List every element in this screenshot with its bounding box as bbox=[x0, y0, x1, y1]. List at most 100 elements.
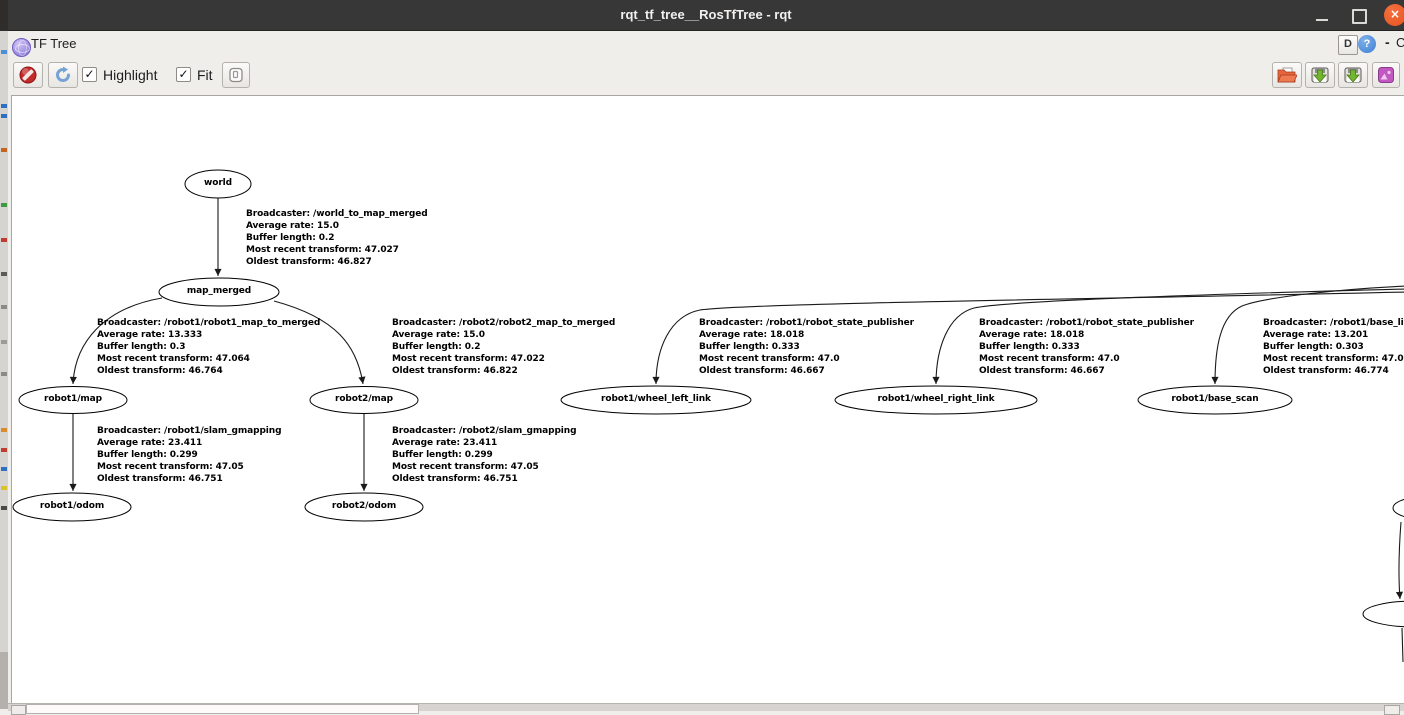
edge-map-merged-to-robot1-map bbox=[69, 297, 163, 385]
dock-header: TF Tree D ? - C bbox=[8, 31, 1404, 59]
edge-label-wheel-right-link: Broadcaster: /robot1/robot_state_publish… bbox=[979, 317, 1194, 377]
edge-label-line: Broadcaster: /robot1/robot_state_publish… bbox=[699, 318, 914, 328]
edge-label-line: Buffer length: 0.303 bbox=[1263, 342, 1364, 352]
background-window-fragment bbox=[0, 652, 8, 709]
edge-label-line: Most recent transform: 47.027 bbox=[246, 245, 399, 255]
background-window-fragment bbox=[1, 114, 7, 118]
load-dot-button[interactable] bbox=[1272, 62, 1302, 88]
edge-label-line: Oldest transform: 46.822 bbox=[392, 366, 518, 376]
help-icon[interactable]: ? bbox=[1358, 35, 1376, 53]
edge-label-line: Buffer length: 0.299 bbox=[392, 450, 493, 460]
node-label: world bbox=[204, 178, 232, 188]
edge-label-line: Broadcaster: /robot1/robot1_map_to_merge… bbox=[97, 318, 321, 328]
maximize-icon bbox=[1352, 9, 1367, 24]
edge-label-line: Average rate: 13.333 bbox=[97, 330, 203, 340]
background-window-fragment bbox=[1, 506, 7, 510]
edge-label-base-scan: Broadcaster: /robot1/base_link Average r… bbox=[1263, 317, 1404, 377]
tf-tree-graph bbox=[12, 169, 1404, 663]
background-window-fragment bbox=[1, 448, 7, 452]
window-title: rqt_tf_tree__RosTfTree - rqt bbox=[620, 7, 792, 22]
tf-tree-plugin-icon bbox=[12, 38, 31, 57]
edge-label-line: Most recent transform: 47.064 bbox=[97, 354, 250, 364]
background-window-fragment bbox=[1, 50, 7, 54]
clear-buffer-button[interactable] bbox=[13, 62, 43, 88]
edge-to-robot1-wheel-right-link bbox=[932, 288, 1404, 385]
edge-label-line: Buffer length: 0.2 bbox=[392, 342, 481, 352]
node-label: robot1/odom bbox=[39, 501, 105, 511]
undock-button[interactable]: D bbox=[1338, 35, 1358, 55]
node-label: robot1/wheel_left_link bbox=[601, 394, 711, 404]
edge-label-world-to-map-merged: Broadcaster: /world_to_map_merged Averag… bbox=[246, 208, 428, 268]
node-label: robot1/map bbox=[44, 394, 102, 404]
edge-map-merged-to-robot2-map bbox=[273, 300, 366, 385]
edge-label-line: Buffer length: 0.333 bbox=[699, 342, 800, 352]
save-svg-button[interactable] bbox=[1338, 62, 1368, 88]
fit-in-view-button[interactable] bbox=[222, 62, 250, 88]
save-image-icon bbox=[1378, 67, 1394, 83]
edge-label-line: Average rate: 23.411 bbox=[392, 438, 498, 448]
clear-icon bbox=[19, 66, 37, 84]
node-ellipse-robot2-map bbox=[309, 386, 419, 414]
edge-label-line: Oldest transform: 46.751 bbox=[392, 474, 518, 484]
edge-label-line: Buffer length: 0.299 bbox=[97, 450, 198, 460]
node-ellipse-world bbox=[184, 169, 252, 199]
minimize-icon bbox=[1316, 19, 1328, 21]
scroll-right-button[interactable] bbox=[1384, 705, 1400, 715]
background-window-fragment bbox=[1, 428, 7, 432]
close-button[interactable]: × bbox=[1380, 0, 1404, 31]
edge-to-robot1-base-scan bbox=[1211, 285, 1404, 385]
toolbar: ✓ Highlight ✓ Fit bbox=[8, 59, 1404, 92]
background-window-fragment bbox=[1, 148, 7, 152]
edge-label-line: Most recent transform: 47.0 bbox=[979, 354, 1120, 364]
edge-label-line: Buffer length: 0.333 bbox=[979, 342, 1080, 352]
horizontal-scrollbar[interactable] bbox=[8, 703, 1404, 715]
edge-label-line: Oldest transform: 46.827 bbox=[246, 257, 372, 267]
dock-title: TF Tree bbox=[31, 36, 77, 51]
edge-label-line: Average rate: 15.0 bbox=[392, 330, 485, 340]
edge-label-line: Oldest transform: 46.667 bbox=[699, 366, 825, 376]
edge-label-line: Average rate: 18.018 bbox=[979, 330, 1085, 340]
edge-label-line: Most recent transform: 47.0 bbox=[699, 354, 840, 364]
highlight-checkbox-label: Highlight bbox=[103, 67, 158, 83]
edge-label-line: Average rate: 15.0 bbox=[246, 221, 339, 231]
background-window-fragment bbox=[1, 104, 7, 108]
scroll-left-button[interactable] bbox=[11, 705, 26, 715]
minimize-button[interactable] bbox=[1308, 0, 1336, 31]
save-image-button[interactable] bbox=[1372, 62, 1400, 88]
edge-label-line: Broadcaster: /robot2/slam_gmapping bbox=[392, 426, 577, 436]
dock-close-button[interactable]: C bbox=[1396, 35, 1404, 50]
edge-label-line: Oldest transform: 46.764 bbox=[97, 366, 223, 376]
scrollbar-thumb[interactable] bbox=[26, 704, 419, 714]
edge-label-robot2-odom: Broadcaster: /robot2/slam_gmapping Avera… bbox=[392, 425, 577, 485]
edge-to-robot1-wheel-left-link bbox=[652, 291, 1404, 385]
edge-label-robot1-map: Broadcaster: /robot1/robot1_map_to_merge… bbox=[97, 317, 320, 377]
save-dot-button[interactable] bbox=[1305, 62, 1335, 88]
highlight-checkbox-box[interactable]: ✓ bbox=[82, 67, 97, 82]
edge-label-robot2-map: Broadcaster: /robot2/robot2_map_to_merge… bbox=[392, 317, 615, 377]
background-window-fragment bbox=[1, 340, 7, 344]
tf-tree-graph-view[interactable]: world map_merged robot1/map robot2/map r… bbox=[11, 95, 1404, 705]
fit-checkbox-box[interactable]: ✓ bbox=[176, 67, 191, 82]
edge-label-line: Buffer length: 0.3 bbox=[97, 342, 186, 352]
save-svg-icon bbox=[1344, 67, 1362, 83]
refresh-icon bbox=[56, 66, 70, 82]
edge-label-line: Average rate: 23.411 bbox=[97, 438, 203, 448]
maximize-button[interactable] bbox=[1344, 0, 1372, 31]
background-window-sliver bbox=[0, 0, 8, 709]
edge-label-line: Broadcaster: /robot1/robot_state_publish… bbox=[979, 318, 1194, 328]
edge-label-line: Oldest transform: 46.667 bbox=[979, 366, 1105, 376]
background-window-fragment bbox=[1, 272, 7, 276]
edge-label-line: Oldest transform: 46.774 bbox=[1263, 366, 1389, 376]
node-label: robot1/base_scan bbox=[1171, 394, 1259, 404]
refresh-button[interactable] bbox=[48, 62, 78, 88]
edge-label-line: Oldest transform: 46.751 bbox=[97, 474, 223, 484]
node-ellipse-robot1-wheel-right-link bbox=[834, 385, 1038, 415]
edge-label-robot1-odom: Broadcaster: /robot1/slam_gmapping Avera… bbox=[97, 425, 282, 485]
node-ellipse-partial-right-upper bbox=[1392, 498, 1404, 518]
background-window-fragment bbox=[1, 372, 7, 376]
fit-in-view-icon bbox=[229, 67, 243, 83]
edge-label-line: Broadcaster: /robot2/robot2_map_to_merge… bbox=[392, 318, 616, 328]
fit-checkbox-label: Fit bbox=[197, 67, 213, 83]
node-label: map_merged bbox=[186, 286, 252, 296]
collapse-button[interactable]: - bbox=[1385, 34, 1390, 50]
